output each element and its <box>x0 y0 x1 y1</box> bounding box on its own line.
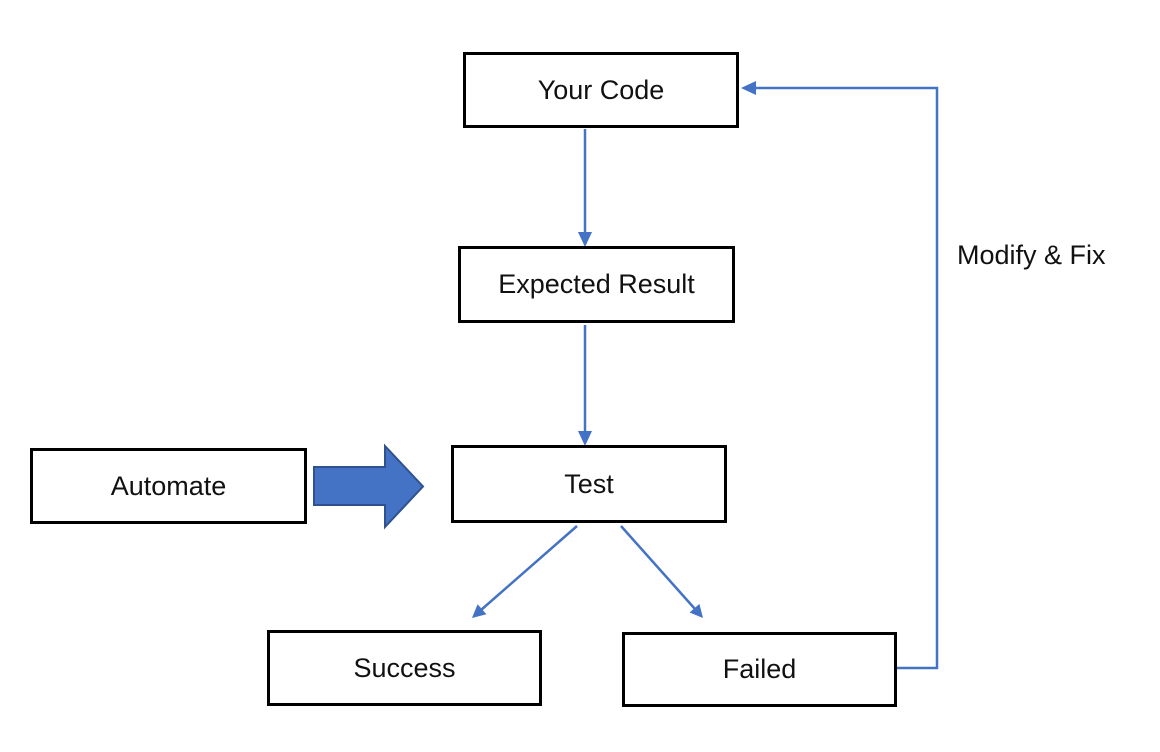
automate-box: Automate <box>30 448 307 524</box>
modify-fix-label: Modify & Fix <box>957 240 1106 270</box>
arrowhead-down-left-icon <box>472 604 487 618</box>
arrowhead-down-icon <box>578 431 592 446</box>
block-arrow-right-icon <box>313 443 425 530</box>
arrowhead-down-right-icon <box>689 603 703 618</box>
edge-test-to-failed <box>620 525 696 610</box>
failed-box: Failed <box>622 632 897 707</box>
your-code-box: Your Code <box>463 52 739 128</box>
edge-test-to-success <box>480 525 578 611</box>
arrowhead-left-icon <box>741 81 756 95</box>
edge-failed-to-your-code <box>755 86 939 670</box>
success-box: Success <box>267 630 542 706</box>
expected-result-box: Expected Result <box>458 246 735 323</box>
test-box: Test <box>451 445 727 523</box>
arrowhead-down-icon <box>578 232 592 247</box>
